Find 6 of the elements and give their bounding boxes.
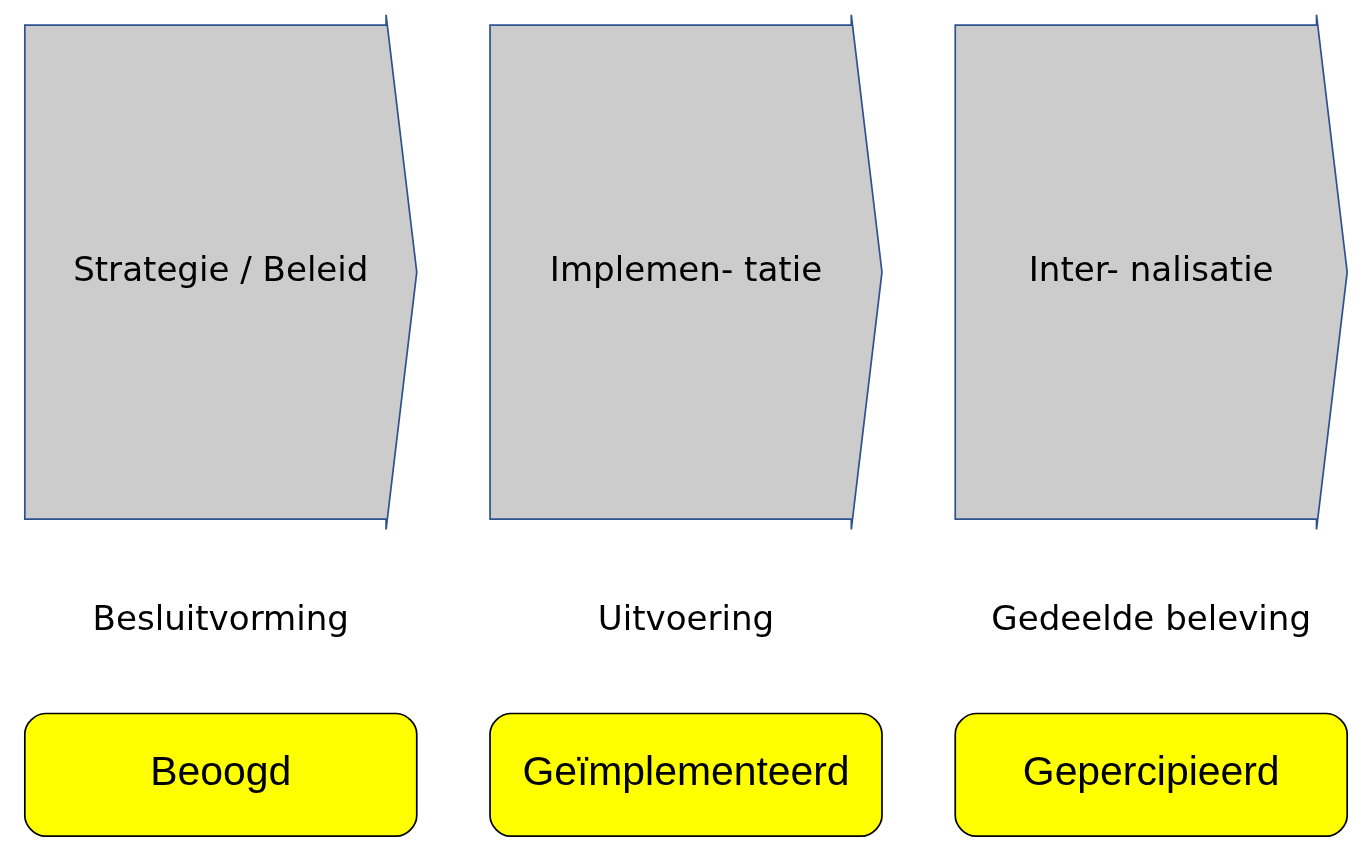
node-box: Gepercipieerd (954, 712, 1349, 838)
label: Uitvoering (597, 597, 775, 638)
label: Besluitvorming (92, 597, 349, 638)
node-box: Beoogd (23, 712, 418, 838)
label: Gedeelde beleving (991, 597, 1312, 638)
node-box: Geïmplementeerd (489, 712, 883, 838)
